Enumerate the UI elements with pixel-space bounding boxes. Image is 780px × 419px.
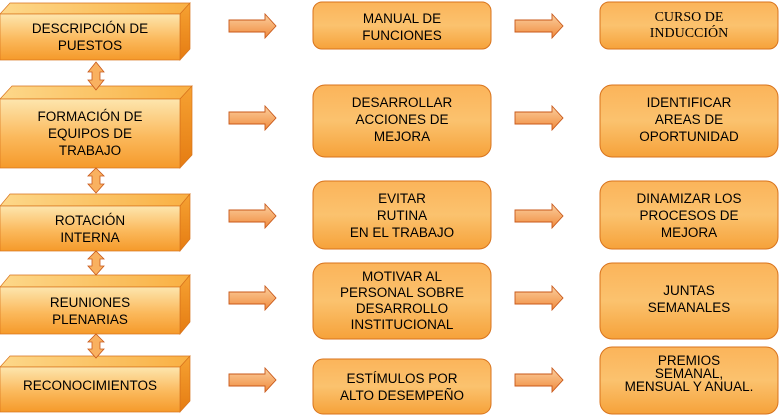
right-box-1 xyxy=(599,1,779,50)
left-box-4 xyxy=(0,274,191,335)
middle-box-2-label: DESARROLLAR ACCIONES DE MEJORA xyxy=(351,94,453,144)
right-box-1-label: CURSO DE INDUCCIÓN xyxy=(649,9,729,41)
right-arrow-icon xyxy=(514,366,564,394)
left-box-3 xyxy=(0,193,191,252)
middle-box-5 xyxy=(312,358,492,415)
middle-box-4-label: MOTIVAR AL PERSONAL SOBRE DESARROLLO INS… xyxy=(339,269,465,332)
middle-box-4 xyxy=(312,262,492,340)
right-arrow-icon xyxy=(228,104,277,132)
double-arrow-icon xyxy=(87,333,105,359)
middle-box-3-label: EVITAR RUTINA EN EL TRABAJO xyxy=(349,190,455,240)
middle-box-3 xyxy=(312,180,492,250)
left-box-3-label: ROTACIÓN INTERNA xyxy=(54,212,126,245)
middle-box-1 xyxy=(312,1,492,50)
right-arrow-icon xyxy=(228,202,277,230)
right-box-4 xyxy=(599,262,779,340)
right-arrow-icon xyxy=(514,104,564,132)
double-arrow-icon xyxy=(87,61,105,91)
right-arrow-icon xyxy=(514,12,564,40)
middle-box-2 xyxy=(312,84,492,158)
right-box-2 xyxy=(599,84,779,158)
right-box-5 xyxy=(599,346,779,415)
left-box-4-label: REUNIONES PLENARIAS xyxy=(49,294,131,327)
right-arrow-icon xyxy=(228,284,277,312)
right-box-4-label: JUNTAS SEMANALES xyxy=(647,283,731,315)
double-arrow-icon xyxy=(87,250,105,276)
middle-box-1-label: MANUAL DE FUNCIONES xyxy=(362,11,442,43)
right-arrow-icon xyxy=(514,202,564,230)
right-box-2-label: IDENTIFICAR AREAS DE OPORTUNIDAD xyxy=(639,94,739,144)
right-arrow-icon xyxy=(514,284,564,312)
left-box-1 xyxy=(0,2,191,61)
middle-box-5-label: ESTÍMULOS POR ALTO DESEMPEÑO xyxy=(339,370,465,403)
right-arrow-icon xyxy=(228,366,277,394)
double-arrow-icon xyxy=(87,167,105,194)
right-box-5-label: PREMIOS SEMANAL, MENSUAL Y ANUAL. xyxy=(624,352,754,394)
left-box-5 xyxy=(0,355,191,413)
left-box-5-label: RECONOCIMIENTOS xyxy=(22,377,157,393)
right-arrow-icon xyxy=(228,12,277,40)
left-box-1-label: DESCRIPCIÓN DE PUESTOS xyxy=(31,21,149,53)
right-box-3 xyxy=(599,180,779,250)
left-box-2-label: FORMACIÓN DE EQUIPOS DE TRABAJO xyxy=(37,109,143,158)
left-box-2 xyxy=(0,85,193,169)
right-box-3-label: DINAMIZAR LOS PROCESOS DE MEJORA xyxy=(636,190,742,240)
